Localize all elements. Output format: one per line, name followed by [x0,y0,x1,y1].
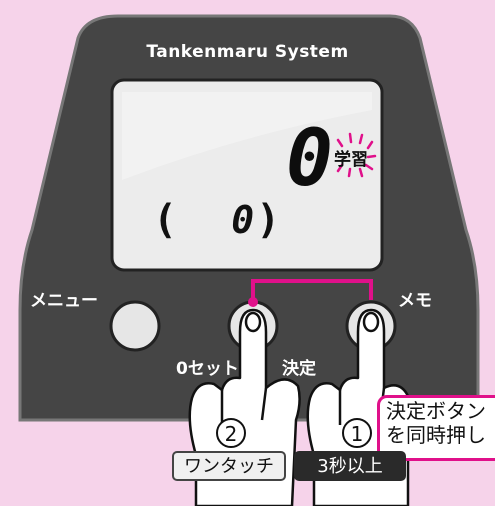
lcd-screen [110,78,384,272]
one-touch-tag: ワンタッチ [172,451,286,481]
count-digit: 0 [231,198,257,242]
three-sec-tag: 3秒以上 [294,451,406,481]
lcd-main-digit: 0 [286,114,333,204]
sparkle-icon [336,132,377,178]
menu-button-label: メニュー [30,291,98,311]
count-close-paren: ) [256,197,283,243]
brand-title: Tankenmaru System [146,42,349,62]
menu-button[interactable] [109,300,161,352]
memo-button-label: メモ [398,291,432,311]
callout-line-2: を同時押し [386,423,486,447]
callout-box [377,395,495,461]
count-open-paren: ( [153,197,180,243]
connector-dot [248,297,258,307]
zero-set-label: 0セット [176,359,239,379]
callout-line-1: 決定ボタン [386,399,486,423]
connector-line [251,279,373,302]
callout-text: 決定ボタン を同時押し [386,399,486,447]
lcd-count: ( 0) [153,197,282,243]
step-1-number: 1 [342,418,372,448]
step-2-number: 2 [216,418,246,448]
lcd-glare [122,92,372,180]
learn-indicator: 学習 [334,150,368,170]
confirm-label: 決定 [282,359,316,379]
